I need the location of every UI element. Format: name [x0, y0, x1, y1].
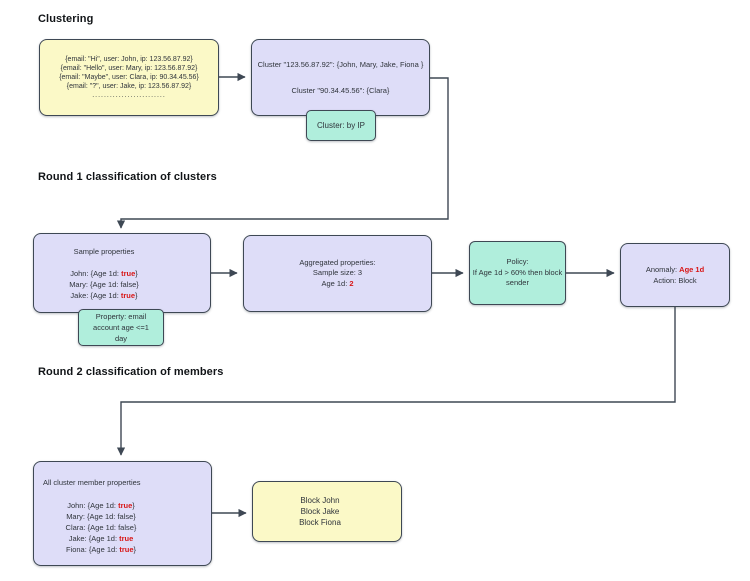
email-line-ellipsis: ......................... [92, 92, 166, 99]
node-member-properties[interactable]: All cluster member properties John: {Age… [33, 461, 212, 566]
sample-properties-title: Sample properties [73, 246, 135, 256]
email-line: {email: "Hi", user: John, ip: 123.56.87.… [65, 56, 193, 63]
aggregated-line-2: Sample size: 3 [312, 268, 363, 278]
member-row: Fiona: {Age 1d: true} [36, 544, 166, 555]
row-text: } [135, 290, 138, 300]
email-line: {email: "Hello", user: Mary, ip: 123.56.… [60, 65, 198, 72]
row-text: Fiona: {Age 1d: [65, 545, 120, 554]
anomaly-line-2: Action: Block [653, 276, 697, 285]
node-block-actions[interactable]: Block John Block Jake Block Fiona [252, 481, 402, 542]
row-text: } [133, 545, 137, 554]
property-label-line: day [114, 334, 128, 343]
row-text: John: {Age 1d: [70, 268, 122, 278]
aggregated-line-1: Aggregated properties: [299, 257, 376, 267]
cluster-method-label: Cluster: by IP [316, 121, 365, 130]
node-policy[interactable]: Policy: If Age 1d > 60% then block sende… [469, 241, 566, 305]
row-text: Clara: {Age 1d: false} [65, 523, 137, 532]
row-highlight: true [119, 545, 134, 554]
member-properties-title: All cluster member properties [43, 478, 141, 487]
member-row: Jake: {Age 1d: true [36, 533, 166, 544]
sample-row: John: {Age 1d: true} [34, 268, 174, 279]
policy-line: Policy: [506, 257, 529, 267]
email-line: {email: "Maybe", user: Clara, ip: 90.34.… [59, 74, 199, 81]
property-label-line: account age <=1 [93, 323, 149, 332]
node-aggregated-properties[interactable]: Aggregated properties: Sample size: 3 Ag… [243, 235, 432, 312]
policy-line: If Age 1d > 60% then block [472, 267, 563, 277]
row-text: Mary: {Age 1d: false} [66, 512, 136, 521]
block-action-line: Block John [300, 496, 340, 505]
block-action-line: Block Jake [300, 507, 340, 516]
connector-cluster-to-sample [116, 77, 449, 229]
row-highlight: 2 [349, 278, 354, 288]
member-row: Clara: {Age 1d: false} [36, 522, 166, 533]
node-cluster-method[interactable]: Cluster: by IP [306, 110, 376, 141]
row-text: John: {Age 1d: [67, 501, 119, 510]
section-title-round1: Round 1 classification of clusters [38, 171, 217, 183]
row-highlight: Age 1d [679, 265, 705, 274]
node-email-samples[interactable]: {email: "Hi", user: John, ip: 123.56.87.… [39, 39, 219, 116]
sample-row: Mary: {Age 1d: false} [34, 279, 174, 290]
block-action-line: Block Fiona [299, 518, 341, 527]
row-text: } [132, 501, 135, 510]
email-line: {email: "?", user: Jake, ip: 123.56.87.9… [66, 83, 192, 90]
cluster-line-2: Cluster "90.34.45.56": {Clara} [291, 85, 390, 95]
anomaly-line-1: Anomaly: Age 1d [646, 264, 704, 275]
row-text: Jake: {Age 1d: [70, 290, 121, 300]
row-text: Jake: {Age 1d: [68, 534, 120, 543]
node-property-label[interactable]: Property: email account age <=1 day [78, 309, 164, 346]
row-highlight: true [119, 534, 134, 543]
row-text: Age 1d: [321, 278, 350, 288]
node-anomaly[interactable]: Anomaly: Age 1d Action: Block [620, 243, 730, 307]
row-highlight: true [121, 268, 136, 278]
member-row: John: {Age 1d: true} [36, 500, 166, 511]
row-text: } [135, 268, 138, 278]
section-title-clustering: Clustering [38, 13, 94, 25]
row-text: Mary: {Age 1d: false} [69, 279, 139, 289]
section-title-round2: Round 2 classification of members [38, 366, 224, 378]
sample-row: Jake: {Age 1d: true} [34, 290, 174, 301]
node-sample-properties[interactable]: Sample properties John: {Age 1d: true} M… [33, 233, 211, 313]
property-label-line: Property: email [95, 312, 147, 321]
connector-anomaly-to-members [116, 307, 676, 456]
policy-line: sender [506, 278, 529, 288]
node-clusters[interactable]: Cluster "123.56.87.92": {John, Mary, Jak… [251, 39, 430, 116]
row-highlight: true [120, 290, 136, 300]
aggregated-line-3: Age 1d: 2 [321, 279, 353, 290]
member-row: Mary: {Age 1d: false} [36, 511, 166, 522]
row-highlight: true [118, 501, 133, 510]
cluster-line-1: Cluster "123.56.87.92": {John, Mary, Jak… [257, 59, 424, 69]
row-text: Anomaly: [645, 265, 680, 274]
